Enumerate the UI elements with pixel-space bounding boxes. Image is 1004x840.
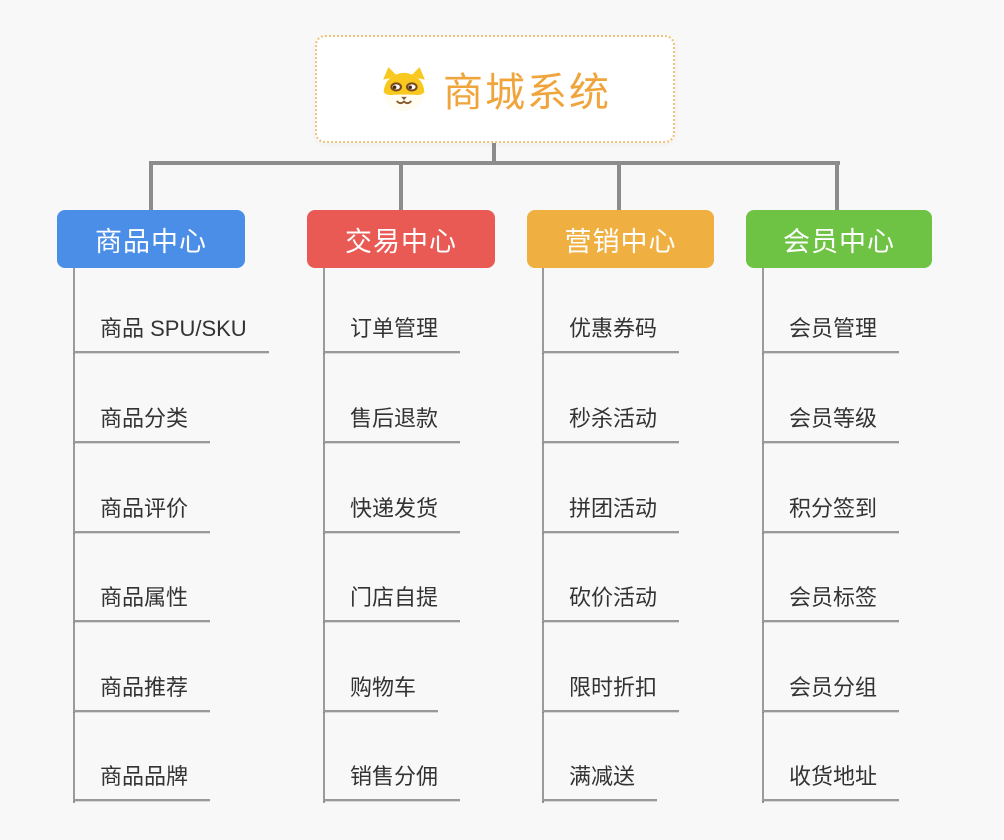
leaf-item[interactable]: 门店自提	[323, 581, 461, 622]
branch-node-marketing-center[interactable]: 营销中心	[527, 210, 714, 268]
branch-node-product-center[interactable]: 商品中心	[57, 210, 245, 268]
leaf-item[interactable]: 秒杀活动	[542, 402, 680, 443]
branch-node-trade-center[interactable]: 交易中心	[307, 210, 495, 268]
leaf-item[interactable]: 积分签到	[762, 492, 900, 533]
leaf-item[interactable]: 拼团活动	[542, 492, 680, 533]
leaf-item[interactable]: 会员等级	[762, 402, 900, 443]
leaf-item[interactable]: 销售分佣	[323, 760, 461, 801]
dog-icon	[383, 67, 425, 112]
leaf-item[interactable]: 满减送	[542, 760, 658, 801]
leaf-item[interactable]: 商品 SPU/SKU	[73, 312, 269, 353]
leaf-item[interactable]: 优惠券码	[542, 312, 680, 353]
leaf-item[interactable]: 砍价活动	[542, 581, 680, 622]
leaf-item[interactable]: 商品分类	[73, 402, 211, 443]
leaf-item[interactable]: 购物车	[323, 671, 439, 712]
leaf-item[interactable]: 限时折扣	[542, 671, 680, 712]
leaf-item[interactable]: 商品品牌	[73, 760, 211, 801]
connector-drop-4	[835, 165, 839, 210]
leaf-item[interactable]: 订单管理	[323, 312, 461, 353]
leaf-item[interactable]: 快递发货	[323, 492, 461, 533]
connector-root-stub	[492, 143, 496, 163]
leaf-item[interactable]: 会员分组	[762, 671, 900, 712]
root-title: 商城系统	[443, 71, 611, 115]
leaf-item[interactable]: 商品推荐	[73, 671, 211, 712]
leaf-item[interactable]: 会员标签	[762, 581, 900, 622]
leaf-item[interactable]: 商品属性	[73, 581, 211, 622]
leaf-item[interactable]: 收货地址	[762, 760, 900, 801]
leaf-item[interactable]: 商品评价	[73, 492, 211, 533]
root-node[interactable]: 商城系统	[315, 35, 675, 143]
connector-drop-2	[399, 165, 403, 210]
connector-horizontal-bar	[149, 161, 840, 165]
branch-node-member-center[interactable]: 会员中心	[746, 210, 932, 268]
connector-drop-1	[149, 165, 153, 210]
connector-drop-3	[617, 165, 621, 210]
leaf-item[interactable]: 会员管理	[762, 312, 900, 353]
leaf-item[interactable]: 售后退款	[323, 402, 461, 443]
